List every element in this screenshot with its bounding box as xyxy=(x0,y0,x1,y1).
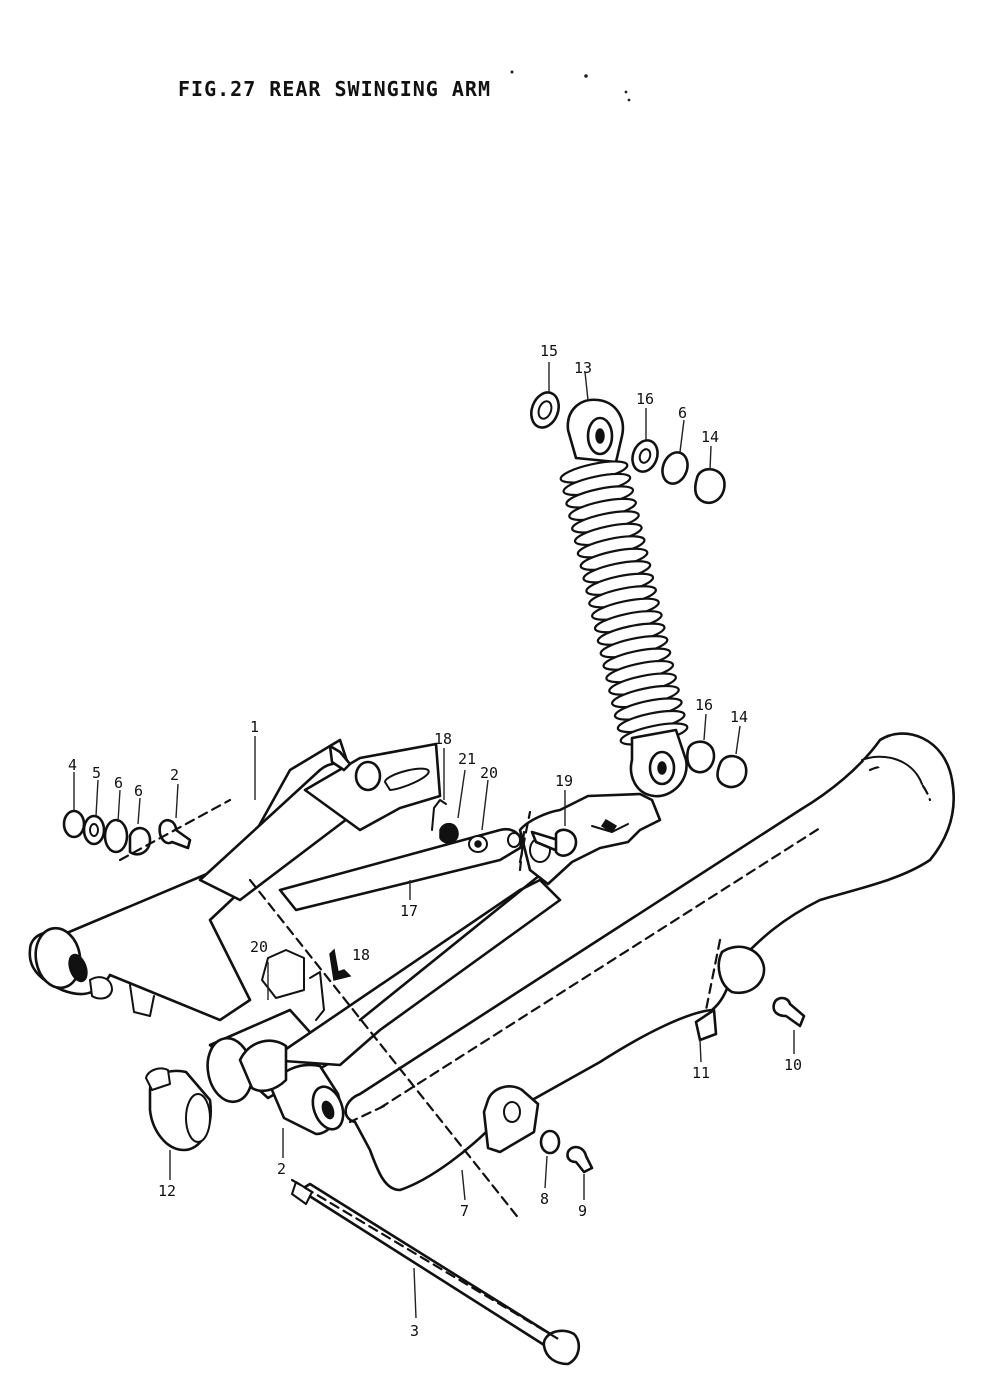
callout-18-lower: 18 xyxy=(352,946,370,964)
callout-3: 3 xyxy=(410,1322,419,1340)
shock-spring xyxy=(559,460,689,746)
callout-16-upper: 16 xyxy=(636,390,654,408)
callout-14-upper: 14 xyxy=(701,428,719,446)
callout-17: 17 xyxy=(400,902,418,920)
callout-6-left-a: 6 xyxy=(114,774,123,792)
callout-1: 1 xyxy=(250,718,259,736)
callout-13: 13 xyxy=(574,359,592,377)
callout-labels: 15 13 16 6 14 16 14 19 18 21 20 1 4 5 6 … xyxy=(68,342,802,1340)
chain-case xyxy=(344,732,956,1192)
callout-2-center: 2 xyxy=(277,1160,286,1178)
chain-case-fasteners xyxy=(539,996,806,1174)
callout-21: 21 xyxy=(458,750,476,768)
callout-9: 9 xyxy=(578,1202,587,1220)
callout-10: 10 xyxy=(784,1056,802,1074)
leader-lines xyxy=(73,362,795,1319)
callout-2-left: 2 xyxy=(170,766,179,784)
callout-16-lower: 16 xyxy=(695,696,713,714)
callout-5: 5 xyxy=(92,764,101,782)
callout-8: 8 xyxy=(540,1190,549,1208)
callout-20-upper: 20 xyxy=(480,764,498,782)
callout-20-lower: 20 xyxy=(250,938,268,956)
scan-specks xyxy=(510,70,631,102)
callout-6-left-b: 6 xyxy=(134,782,143,800)
shock-upper-hardware xyxy=(530,391,748,789)
callout-6-upper: 6 xyxy=(678,404,687,422)
callout-15: 15 xyxy=(540,342,558,360)
callout-19: 19 xyxy=(555,772,573,790)
callout-12: 12 xyxy=(158,1182,176,1200)
pivot-bushing xyxy=(145,1067,212,1152)
pivot-axle xyxy=(290,1178,581,1366)
torque-rod-hardware xyxy=(431,799,578,872)
rear-shock-absorber xyxy=(559,398,689,798)
callout-11: 11 xyxy=(692,1064,710,1082)
left-pivot-hardware xyxy=(62,798,232,862)
callout-14-lower: 14 xyxy=(730,708,748,726)
swinging-arm xyxy=(28,738,662,1222)
figure-title: FIG.27 REAR SWINGING ARM xyxy=(178,77,491,101)
callout-18-upper: 18 xyxy=(434,730,452,748)
callout-4: 4 xyxy=(68,756,77,774)
callout-7: 7 xyxy=(460,1202,469,1220)
